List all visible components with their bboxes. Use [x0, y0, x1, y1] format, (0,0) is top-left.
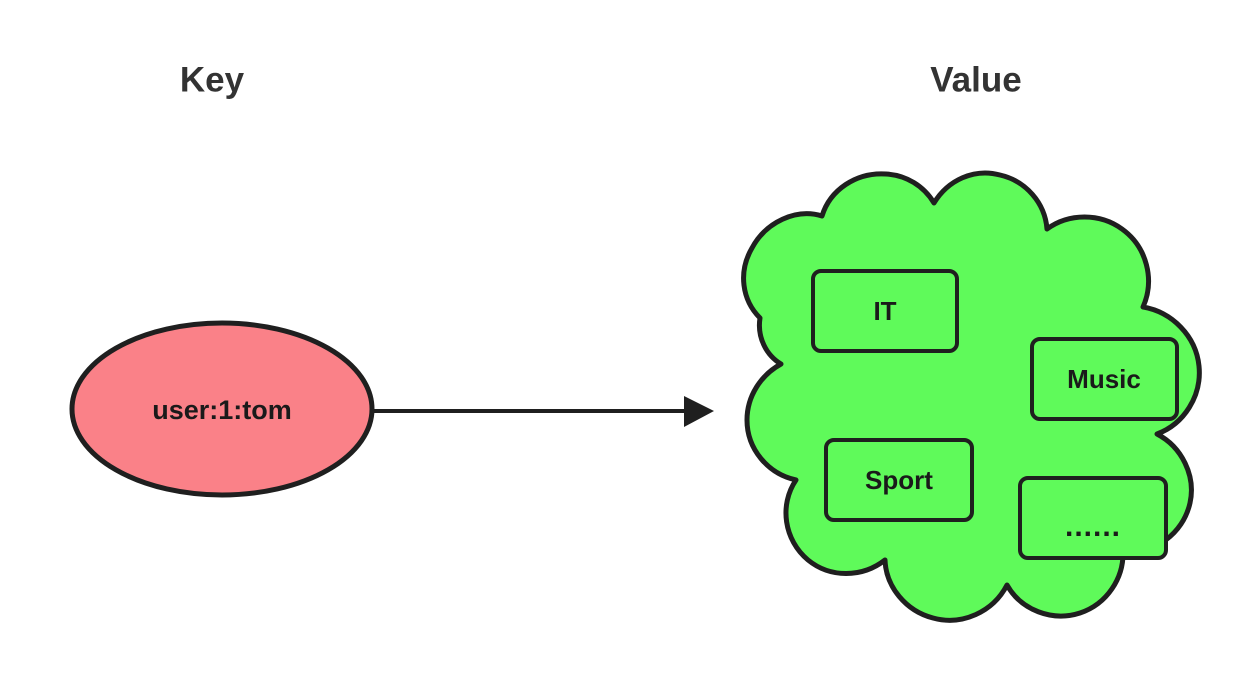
value-item-box [824, 438, 974, 522]
value-item-label: Sport [865, 465, 933, 495]
value-cloud-node[interactable]: IT Music Sport ...... [741, 170, 1202, 623]
key-node-label: user:1:tom [152, 395, 292, 425]
column-title-value: Value [930, 60, 1021, 99]
connector-arrow [371, 396, 714, 427]
value-item-box [811, 269, 959, 353]
arrow-head-icon [684, 396, 714, 427]
value-item-music[interactable]: Music [1030, 337, 1179, 421]
value-item-box [1018, 476, 1168, 560]
value-item-it[interactable]: IT [811, 269, 959, 353]
value-item-label: ...... [1065, 510, 1121, 543]
column-title-key: Key [180, 60, 245, 99]
value-item-label: Music [1067, 364, 1141, 394]
value-item-label: IT [873, 296, 896, 326]
value-item-box [1030, 337, 1179, 421]
key-node-ellipse [69, 320, 375, 498]
value-item-ellipsis[interactable]: ...... [1018, 476, 1168, 560]
value-item-sport[interactable]: Sport [824, 438, 974, 522]
key-node[interactable]: user:1:tom [69, 320, 375, 498]
